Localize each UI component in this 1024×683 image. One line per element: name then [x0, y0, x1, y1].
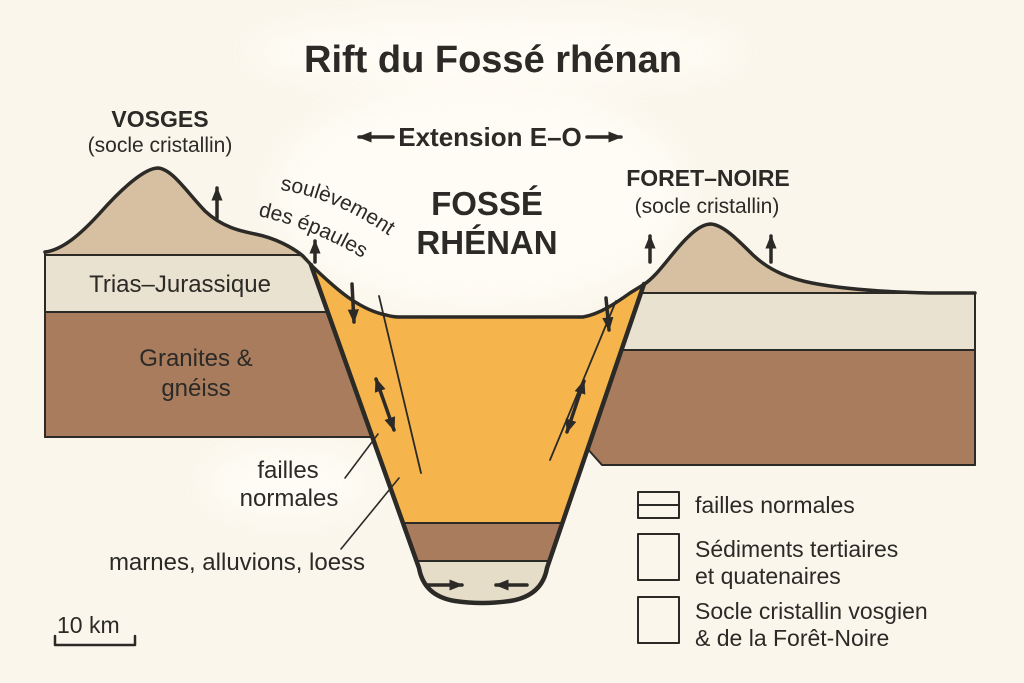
trias-layer-right — [621, 293, 975, 350]
left-block-layer-lines — [44, 251, 373, 438]
trias-layer-left — [45, 255, 329, 312]
granites-layer-left — [45, 312, 372, 437]
uplift-arrow-icons — [211, 186, 777, 264]
subsidence-arrow-icons — [347, 282, 614, 332]
foret-noire-sublabel: (socle cristallin) — [635, 195, 780, 218]
granites-label-line2: gnéiss — [161, 375, 230, 402]
foret-noire-label: FORET–NOIRE — [626, 165, 790, 191]
foret-noire-block — [584, 224, 976, 466]
graben-fill — [308, 262, 647, 606]
vosges-block — [44, 168, 373, 438]
right-subsidence-arrow-icon — [602, 296, 614, 332]
scale-bar-bracket — [53, 634, 137, 647]
legend-label-sediments-line2: et quatenaires — [695, 563, 841, 589]
trias-layer-label: Trias–Jurassique — [89, 271, 271, 298]
page-title: Rift du Fossé rhénan — [304, 39, 682, 81]
vosges-sublabel: (socle cristallin) — [88, 134, 233, 157]
marnes-leader-line — [340, 477, 400, 550]
faults-label-line1: failles — [257, 457, 318, 484]
graben-brown-band — [403, 523, 563, 561]
graben-basal-band — [417, 561, 550, 603]
legend-item-sediments: Sédiments tertiaires et quatenaires — [637, 533, 898, 589]
extension-label: Extension E–O — [398, 122, 582, 152]
left-fault-slip-arrow-icon — [374, 377, 396, 432]
legend-label-socle-line2: & de la Forêt-Noire — [695, 625, 889, 651]
sky-highlights — [206, 19, 740, 516]
legend-label-faults: failles normales — [695, 492, 855, 518]
foret-noire-mountain-surface — [640, 224, 975, 294]
legend-item-faults: failles normales — [637, 491, 855, 519]
terrain-surface-line — [43, 166, 977, 319]
legend: failles normales Sédiments tertiaires et… — [637, 491, 928, 651]
graben-name-line1: FOSSÉ — [431, 185, 543, 222]
legend-label-socle-line1: Socle cristallin vosgien — [695, 598, 928, 624]
left-subsidence-arrow-icon — [347, 282, 359, 324]
right-fault-slip-arrow-icon — [565, 379, 586, 434]
graben-band-lines — [402, 522, 564, 562]
leader-lines — [340, 433, 400, 550]
legend-label-sediments-line1: Sédiments tertiaires — [695, 536, 898, 562]
graben-name-line2: RHÉNAN — [416, 224, 557, 261]
sediments-swatch — [637, 533, 680, 581]
faults-label-line2: normales — [240, 485, 339, 512]
legend-item-socle: Socle cristallin vosgien & de la Forêt-N… — [637, 596, 928, 651]
marnes-label: marnes, alluvions, loess — [109, 549, 365, 576]
boundary-faults-outline — [308, 262, 647, 606]
tertiary-quaternary-sediments — [313, 267, 643, 523]
vosges-label: VOSGES — [111, 106, 208, 132]
scale-bar-label: 10 km — [57, 612, 120, 638]
granites-label-line1: Granites & — [139, 345, 252, 372]
faults-leader-line — [344, 433, 379, 479]
fault-slip-arrow-icons — [374, 377, 586, 434]
scale-bar: 10 km — [53, 612, 137, 647]
vosges-mountain-surface — [45, 168, 313, 267]
socle-layer-right — [585, 350, 975, 465]
socle-swatch — [637, 596, 680, 644]
